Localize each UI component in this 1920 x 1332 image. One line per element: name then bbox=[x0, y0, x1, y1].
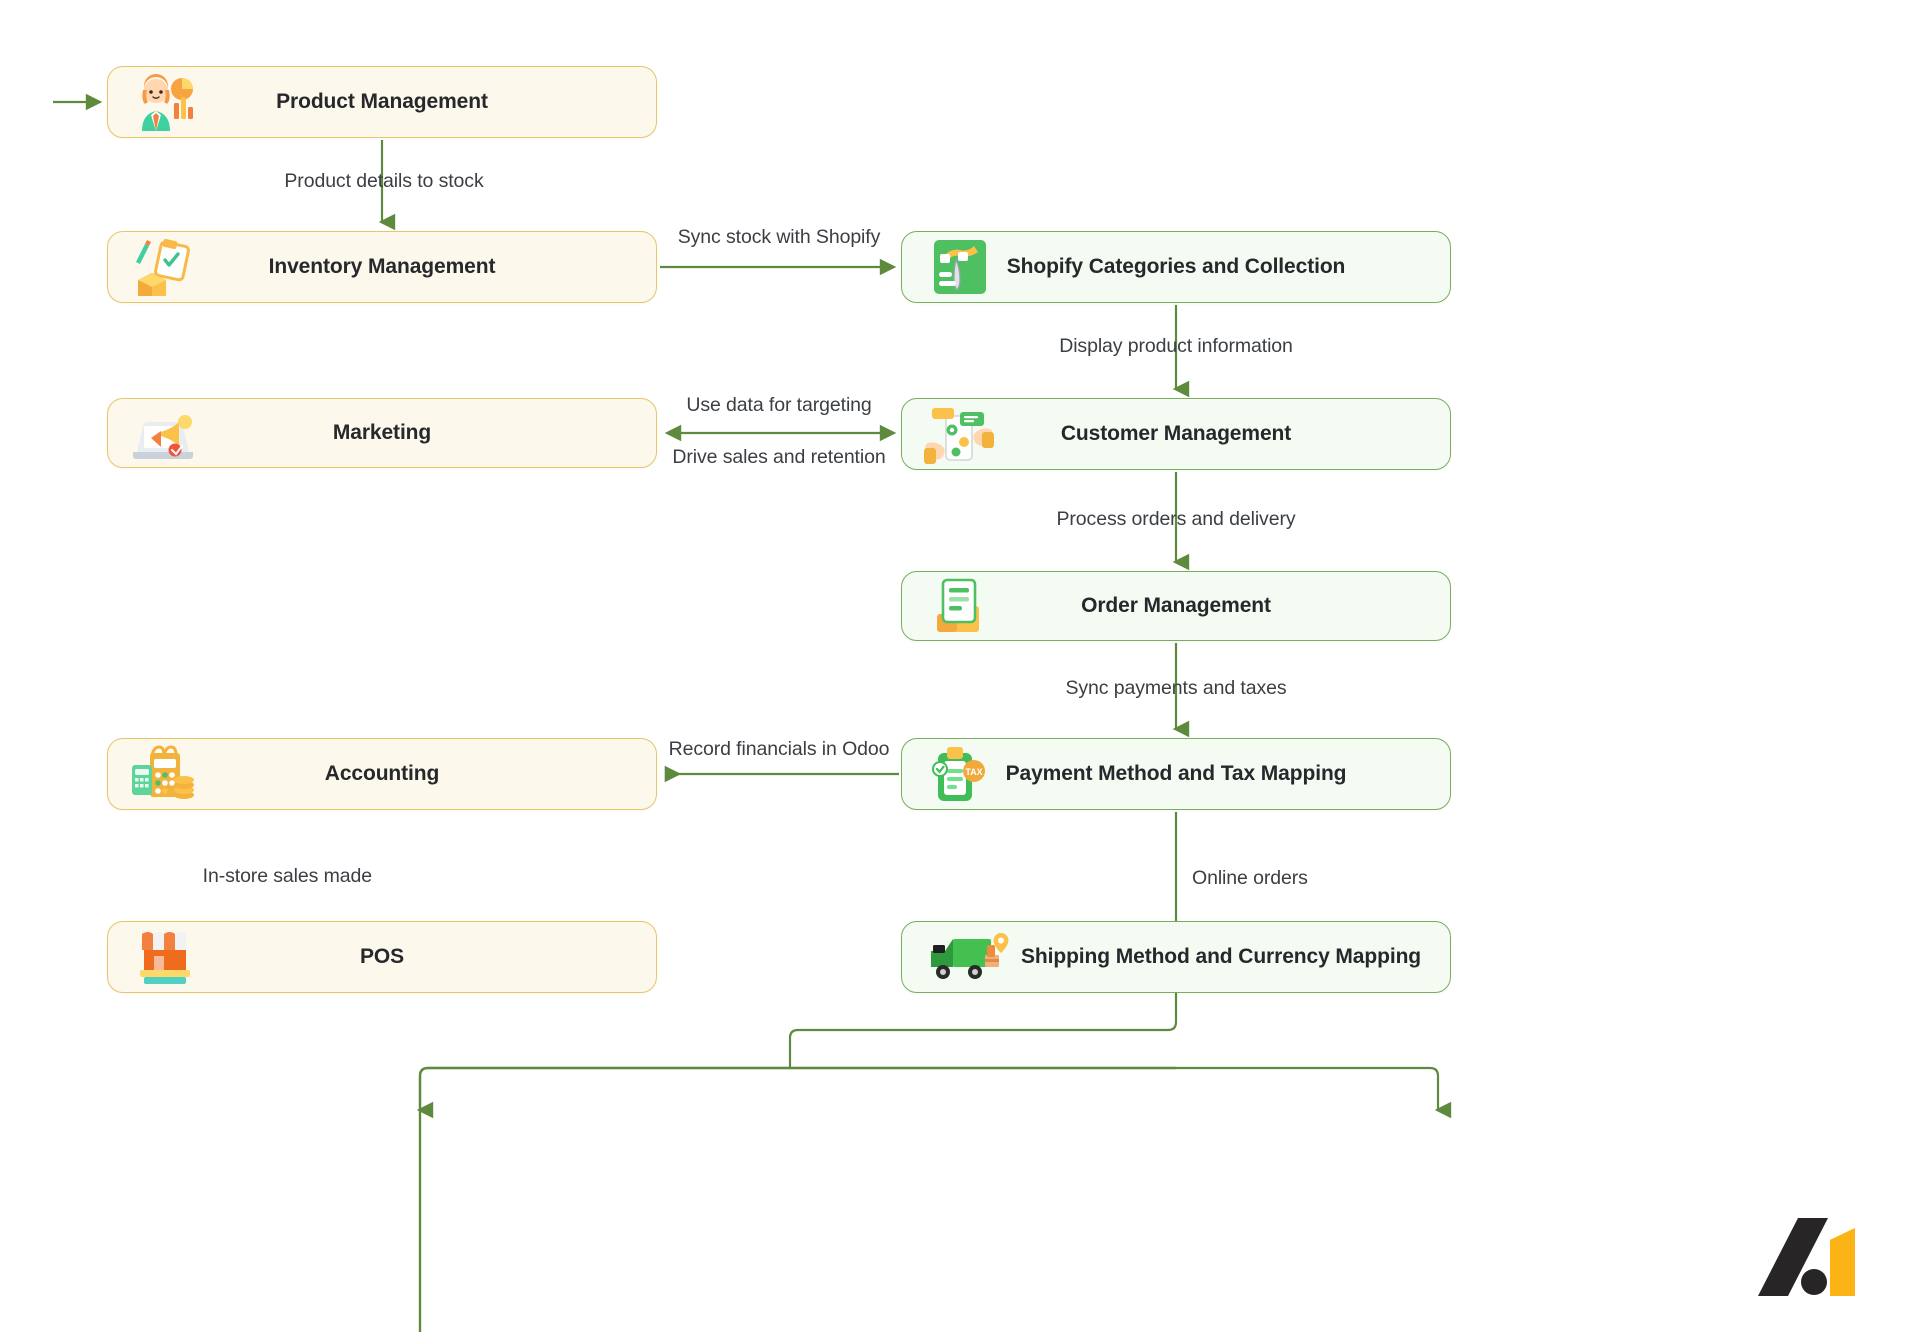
node-shopify-categories[interactable]: Shopify Categories and Collection bbox=[901, 231, 1451, 303]
node-shipping-currency-mapping[interactable]: Shipping Method and Currency Mapping bbox=[901, 921, 1451, 993]
shopify-bag-icon bbox=[916, 234, 1002, 300]
edge-label-drive-sales-and-retention: Drive sales and retention bbox=[672, 446, 886, 468]
edge-label-record-financials-in-odoo: Record financials in Odoo bbox=[668, 738, 890, 760]
edge-branch-to-pos bbox=[420, 1068, 428, 1332]
edge-to-shipping-arrow bbox=[1429, 1066, 1452, 1119]
node-label: Payment Method and Tax Mapping bbox=[1005, 762, 1347, 785]
a1-logo bbox=[1758, 1218, 1870, 1296]
edge-label-in-store-sales-made: In-store sales made bbox=[202, 865, 372, 887]
node-label: Customer Management bbox=[1060, 422, 1292, 445]
edge-bus-to-pos bbox=[418, 1066, 1176, 1332]
node-customer-management[interactable]: Customer Management bbox=[901, 398, 1451, 470]
delivery-truck-icon bbox=[925, 928, 1017, 986]
edge-pos-branch bbox=[420, 1068, 444, 1332]
megaphone-laptop-icon bbox=[122, 400, 208, 466]
edge-label-product-details-to-stock: Product details to stock bbox=[284, 170, 484, 192]
node-label: Product Management bbox=[276, 90, 488, 113]
edge-label-process-orders-and-delivery: Process orders and delivery bbox=[1056, 508, 1296, 530]
order-receipt-icon bbox=[916, 573, 1002, 639]
calculator-coins-icon bbox=[122, 741, 208, 807]
tax-clipboard-icon: TAX bbox=[916, 741, 1002, 807]
edge-label-use-data-for-targeting: Use data for targeting bbox=[686, 394, 872, 416]
node-payment-tax-mapping[interactable]: TAX Payment Method and Tax Mapping bbox=[901, 738, 1451, 810]
svg-text:TAX: TAX bbox=[965, 767, 982, 777]
node-label: POS bbox=[359, 945, 405, 968]
clipboard-box-icon bbox=[122, 234, 208, 300]
node-marketing[interactable]: Marketing bbox=[107, 398, 657, 468]
node-label: Accounting bbox=[324, 762, 440, 785]
node-product-management[interactable]: Product Management bbox=[107, 66, 657, 138]
edge-to-pos-arrow bbox=[416, 1066, 434, 1119]
node-label: Shipping Method and Currency Mapping bbox=[1020, 945, 1422, 968]
edge-label-sync-stock-with-shopify: Sync stock with Shopify bbox=[677, 226, 881, 248]
node-order-management[interactable]: Order Management bbox=[901, 571, 1451, 641]
edge-label-online-orders: Online orders bbox=[1192, 867, 1308, 889]
node-accounting[interactable]: Accounting bbox=[107, 738, 657, 810]
edge-label-display-product-information: Display product information bbox=[1059, 335, 1293, 357]
edge-left-branch-down bbox=[420, 1068, 436, 1332]
hands-chat-icon bbox=[916, 401, 1002, 467]
edge-label-sync-payments-and-taxes: Sync payments and taxes bbox=[1065, 677, 1287, 699]
node-label: Marketing bbox=[332, 421, 432, 444]
node-label: Shopify Categories and Collection bbox=[1006, 255, 1346, 278]
node-label: Order Management bbox=[1081, 594, 1271, 617]
edge-bus-left-branch bbox=[418, 1066, 1176, 1332]
storefront-icon bbox=[122, 924, 208, 990]
node-inventory-management[interactable]: Inventory Management bbox=[107, 231, 657, 303]
node-pos[interactable]: POS bbox=[107, 921, 657, 993]
node-label: Inventory Management bbox=[268, 255, 496, 278]
person-chart-icon bbox=[122, 69, 208, 135]
